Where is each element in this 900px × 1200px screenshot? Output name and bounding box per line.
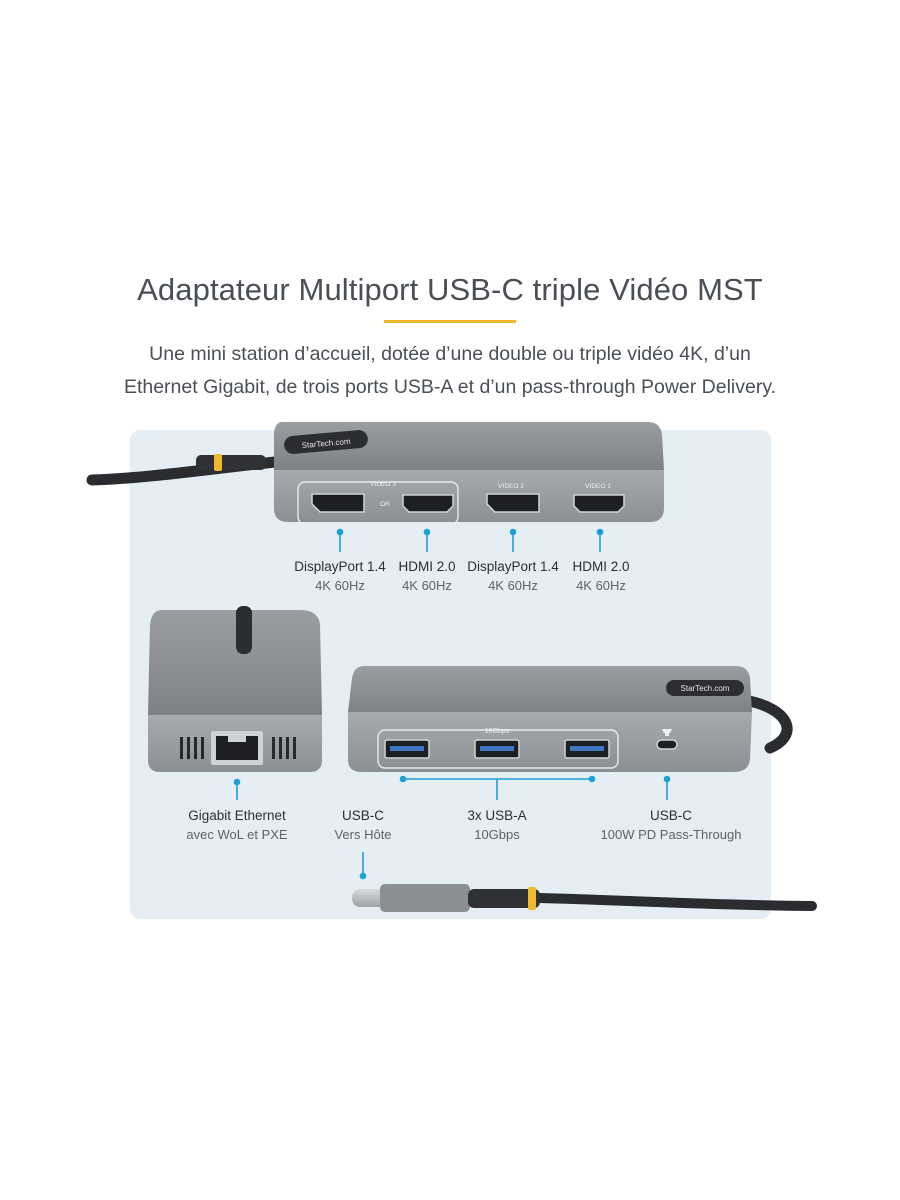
top-port-1-name: DisplayPort 1.4 [294, 559, 386, 574]
or-marking: OR [380, 501, 390, 508]
usb-c-plug-housing [380, 884, 470, 912]
displayport-2-port [486, 493, 540, 513]
page-title: Adaptateur Multiport USB-C triple Vidéo … [137, 272, 763, 307]
host-strain-relief [468, 889, 540, 908]
bottom-hub-logo-text: StarTech.com [681, 684, 730, 693]
usb-a-port-2 [474, 739, 520, 759]
ethernet-hub-logo-plate [236, 606, 252, 654]
top-hub-logo-plate [284, 430, 368, 454]
bottom-hub-body-face [348, 712, 752, 772]
top-callouts [336, 528, 604, 552]
top-hub-strain-relief [196, 455, 266, 470]
top-port-2-name: HDMI 2.0 [398, 559, 456, 574]
host-cable [535, 893, 817, 911]
bottom-port-usbc-pd-name: USB-C [649, 808, 693, 823]
title-underline [384, 320, 516, 323]
bottom-port-usbc-pd-spec: 100W PD Pass-Through [600, 827, 742, 842]
bottom-port-usbc-host-name: USB-C [341, 808, 385, 823]
top-port-1-spec: 4K 60Hz [315, 578, 365, 593]
bottom-port-usba-name: 3x USB-A [467, 808, 527, 823]
host-yellow-ring [528, 887, 536, 910]
bottom-hub-cable [738, 694, 793, 754]
bottom-hub-body-top [348, 666, 752, 712]
vent-slots-left [180, 737, 204, 759]
rj45-port [211, 731, 263, 765]
usb-c-pd-port [656, 739, 678, 750]
usb-a-group-outline [377, 729, 619, 769]
video1-marking: VIDEO 1 [585, 483, 611, 490]
top-port-4-name: HDMI 2.0 [572, 559, 630, 574]
power-plug-icon [662, 729, 672, 736]
page-subtitle: Une mini station d’accueil, dotée d’une … [60, 338, 840, 404]
ethernet-hub-device [148, 606, 322, 772]
top-port-3-spec: 4K 60Hz [488, 578, 538, 593]
top-hub-body-top [274, 422, 664, 470]
top-port-2-spec: 4K 60Hz [402, 578, 452, 593]
bottom-callouts [233, 775, 671, 880]
bottom-port-usba-spec: 10Gbps [474, 827, 520, 842]
vent-slots-right [272, 737, 296, 759]
hdmi-1-port [573, 494, 625, 513]
ethernet-hub-top [148, 610, 322, 715]
subtitle-line-2: Ethernet Gigabit, de trois ports USB-A e… [123, 376, 777, 398]
bottom-port-ethernet-name: Gigabit Ethernet [188, 808, 286, 823]
bottom-hub-logo-plate [666, 680, 744, 696]
top-port-3-name: DisplayPort 1.4 [467, 559, 559, 574]
video3-marking: VIDEO 3 [370, 481, 396, 488]
bottom-port-ethernet-spec: avec WoL et PXE [186, 827, 288, 842]
top-hub-logo-text: StarTech.com [301, 437, 351, 450]
subtitle-line-1: Une mini station d’accueil, dotée d’une … [149, 343, 751, 365]
top-hub-yellow-ring [214, 454, 222, 471]
speed-marking: 10Gbps [485, 728, 510, 735]
video3-group-outline [297, 481, 459, 525]
hdmi-3-port [402, 494, 454, 513]
bottom-port-usbc-host-spec: Vers Hôte [334, 827, 392, 842]
video2-marking: VIDEO 2 [498, 483, 524, 490]
usb-c-host-plug [352, 884, 817, 912]
top-port-4-spec: 4K 60Hz [576, 578, 626, 593]
displayport-3-port [311, 493, 365, 513]
top-hub-device: StarTech.com VIDEO 3 OR VIDEO 2 VIDEO 1 [86, 422, 664, 525]
top-hub-body-face [274, 470, 664, 522]
usb-a-port-3 [564, 739, 610, 759]
bottom-hub-device: StarTech.com 10Gbps [348, 666, 793, 772]
usb-a-port-1 [384, 739, 430, 759]
